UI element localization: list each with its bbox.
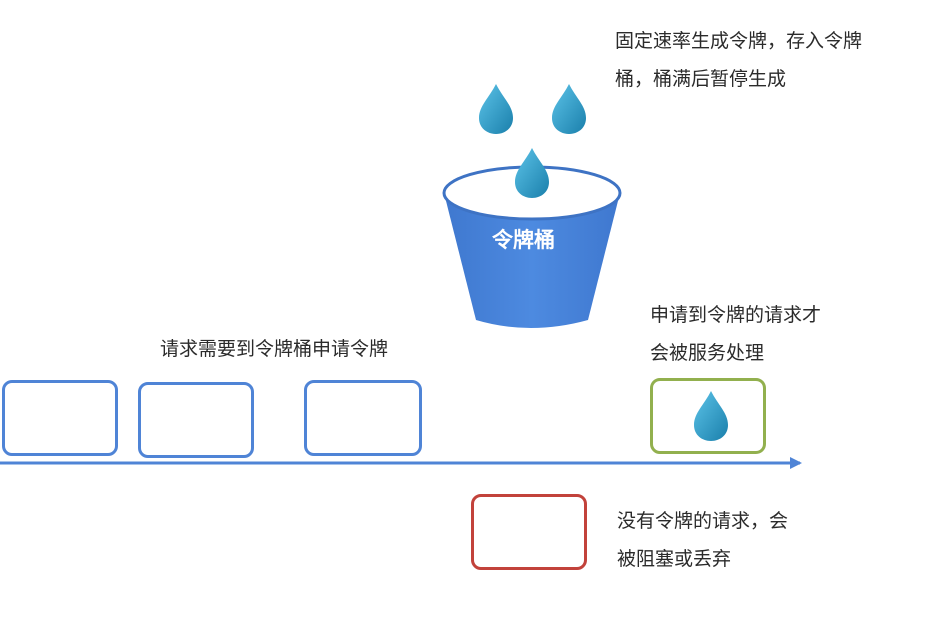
water-drop-icon <box>552 84 586 134</box>
request-note: 请求需要到令牌桶申请令牌 <box>160 338 389 360</box>
request-box <box>138 382 254 458</box>
blocked-request-box <box>471 494 587 570</box>
served-note: 申请到令牌的请求才 会被服务处理 <box>650 304 822 364</box>
generate-note: 固定速率生成令牌，存入令牌 桶，桶满后暂停生成 <box>615 30 863 90</box>
served-request-box <box>650 378 766 454</box>
blocked-note: 没有令牌的请求，会 被阻塞或丢弃 <box>617 510 789 570</box>
bucket-body <box>444 193 620 328</box>
water-drop-icon <box>694 391 728 441</box>
request-box <box>304 380 422 456</box>
water-drop-icon <box>515 148 549 198</box>
bucket-label: 令牌桶 <box>492 228 555 252</box>
water-drop-icon <box>479 84 513 134</box>
request-box <box>2 380 118 456</box>
